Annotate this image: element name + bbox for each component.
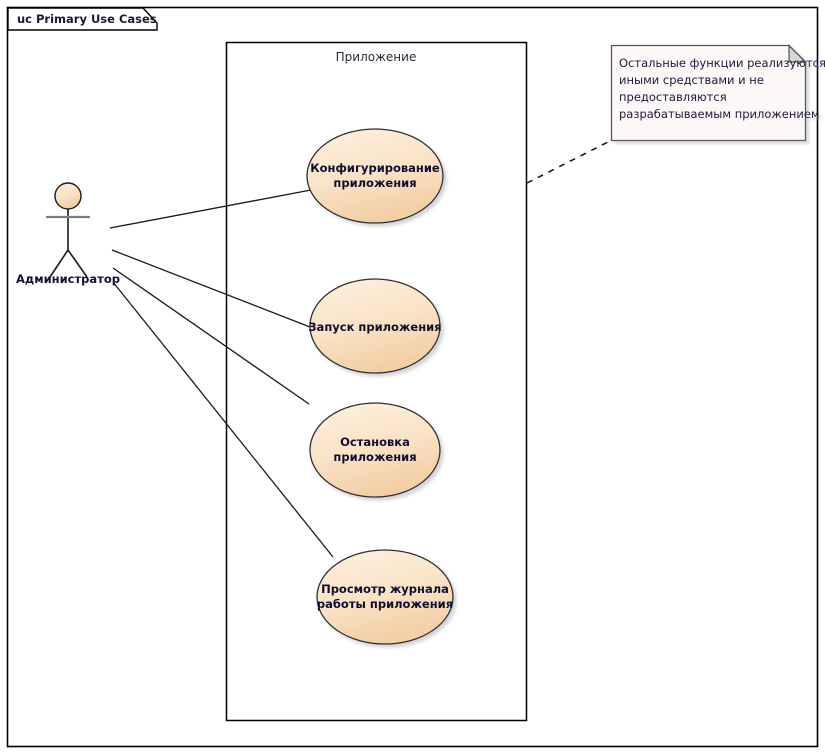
use-case-label-line2: работы приложения bbox=[317, 597, 453, 611]
system-boundary-label: Приложение bbox=[336, 50, 417, 64]
note-text-line4: разрабатываемым приложением bbox=[619, 107, 820, 121]
use-case-label-line1: Запуск приложения bbox=[308, 320, 441, 334]
use-case-label-line1: Просмотр журнала bbox=[321, 582, 449, 596]
use-case-viewlog[interactable]: Просмотр журнала работы приложения bbox=[317, 550, 453, 644]
use-case-configure[interactable]: Конфигурирование приложения bbox=[307, 129, 443, 223]
use-case-label-line1: Остановка bbox=[340, 435, 410, 449]
note-text-line1: Остальные функции реализуются bbox=[619, 56, 825, 70]
use-case-stop[interactable]: Остановка приложения bbox=[310, 403, 440, 497]
frame-title-label: uc Primary Use Cases bbox=[17, 12, 157, 26]
use-case-label-line2: приложения bbox=[333, 176, 416, 190]
use-case-label-line1: Конфигурирование bbox=[310, 161, 440, 175]
note-comment[interactable]: Остальные функции реализуются иными сред… bbox=[612, 46, 825, 141]
use-case-label-line2: приложения bbox=[333, 450, 416, 464]
note-text-line2: иными средствами и не bbox=[619, 73, 764, 87]
note-text-line3: предоставляются bbox=[619, 90, 727, 104]
actor-head-icon bbox=[55, 183, 81, 209]
actor-label: Администратор bbox=[16, 272, 120, 286]
use-case-start[interactable]: Запуск приложения bbox=[308, 279, 441, 373]
